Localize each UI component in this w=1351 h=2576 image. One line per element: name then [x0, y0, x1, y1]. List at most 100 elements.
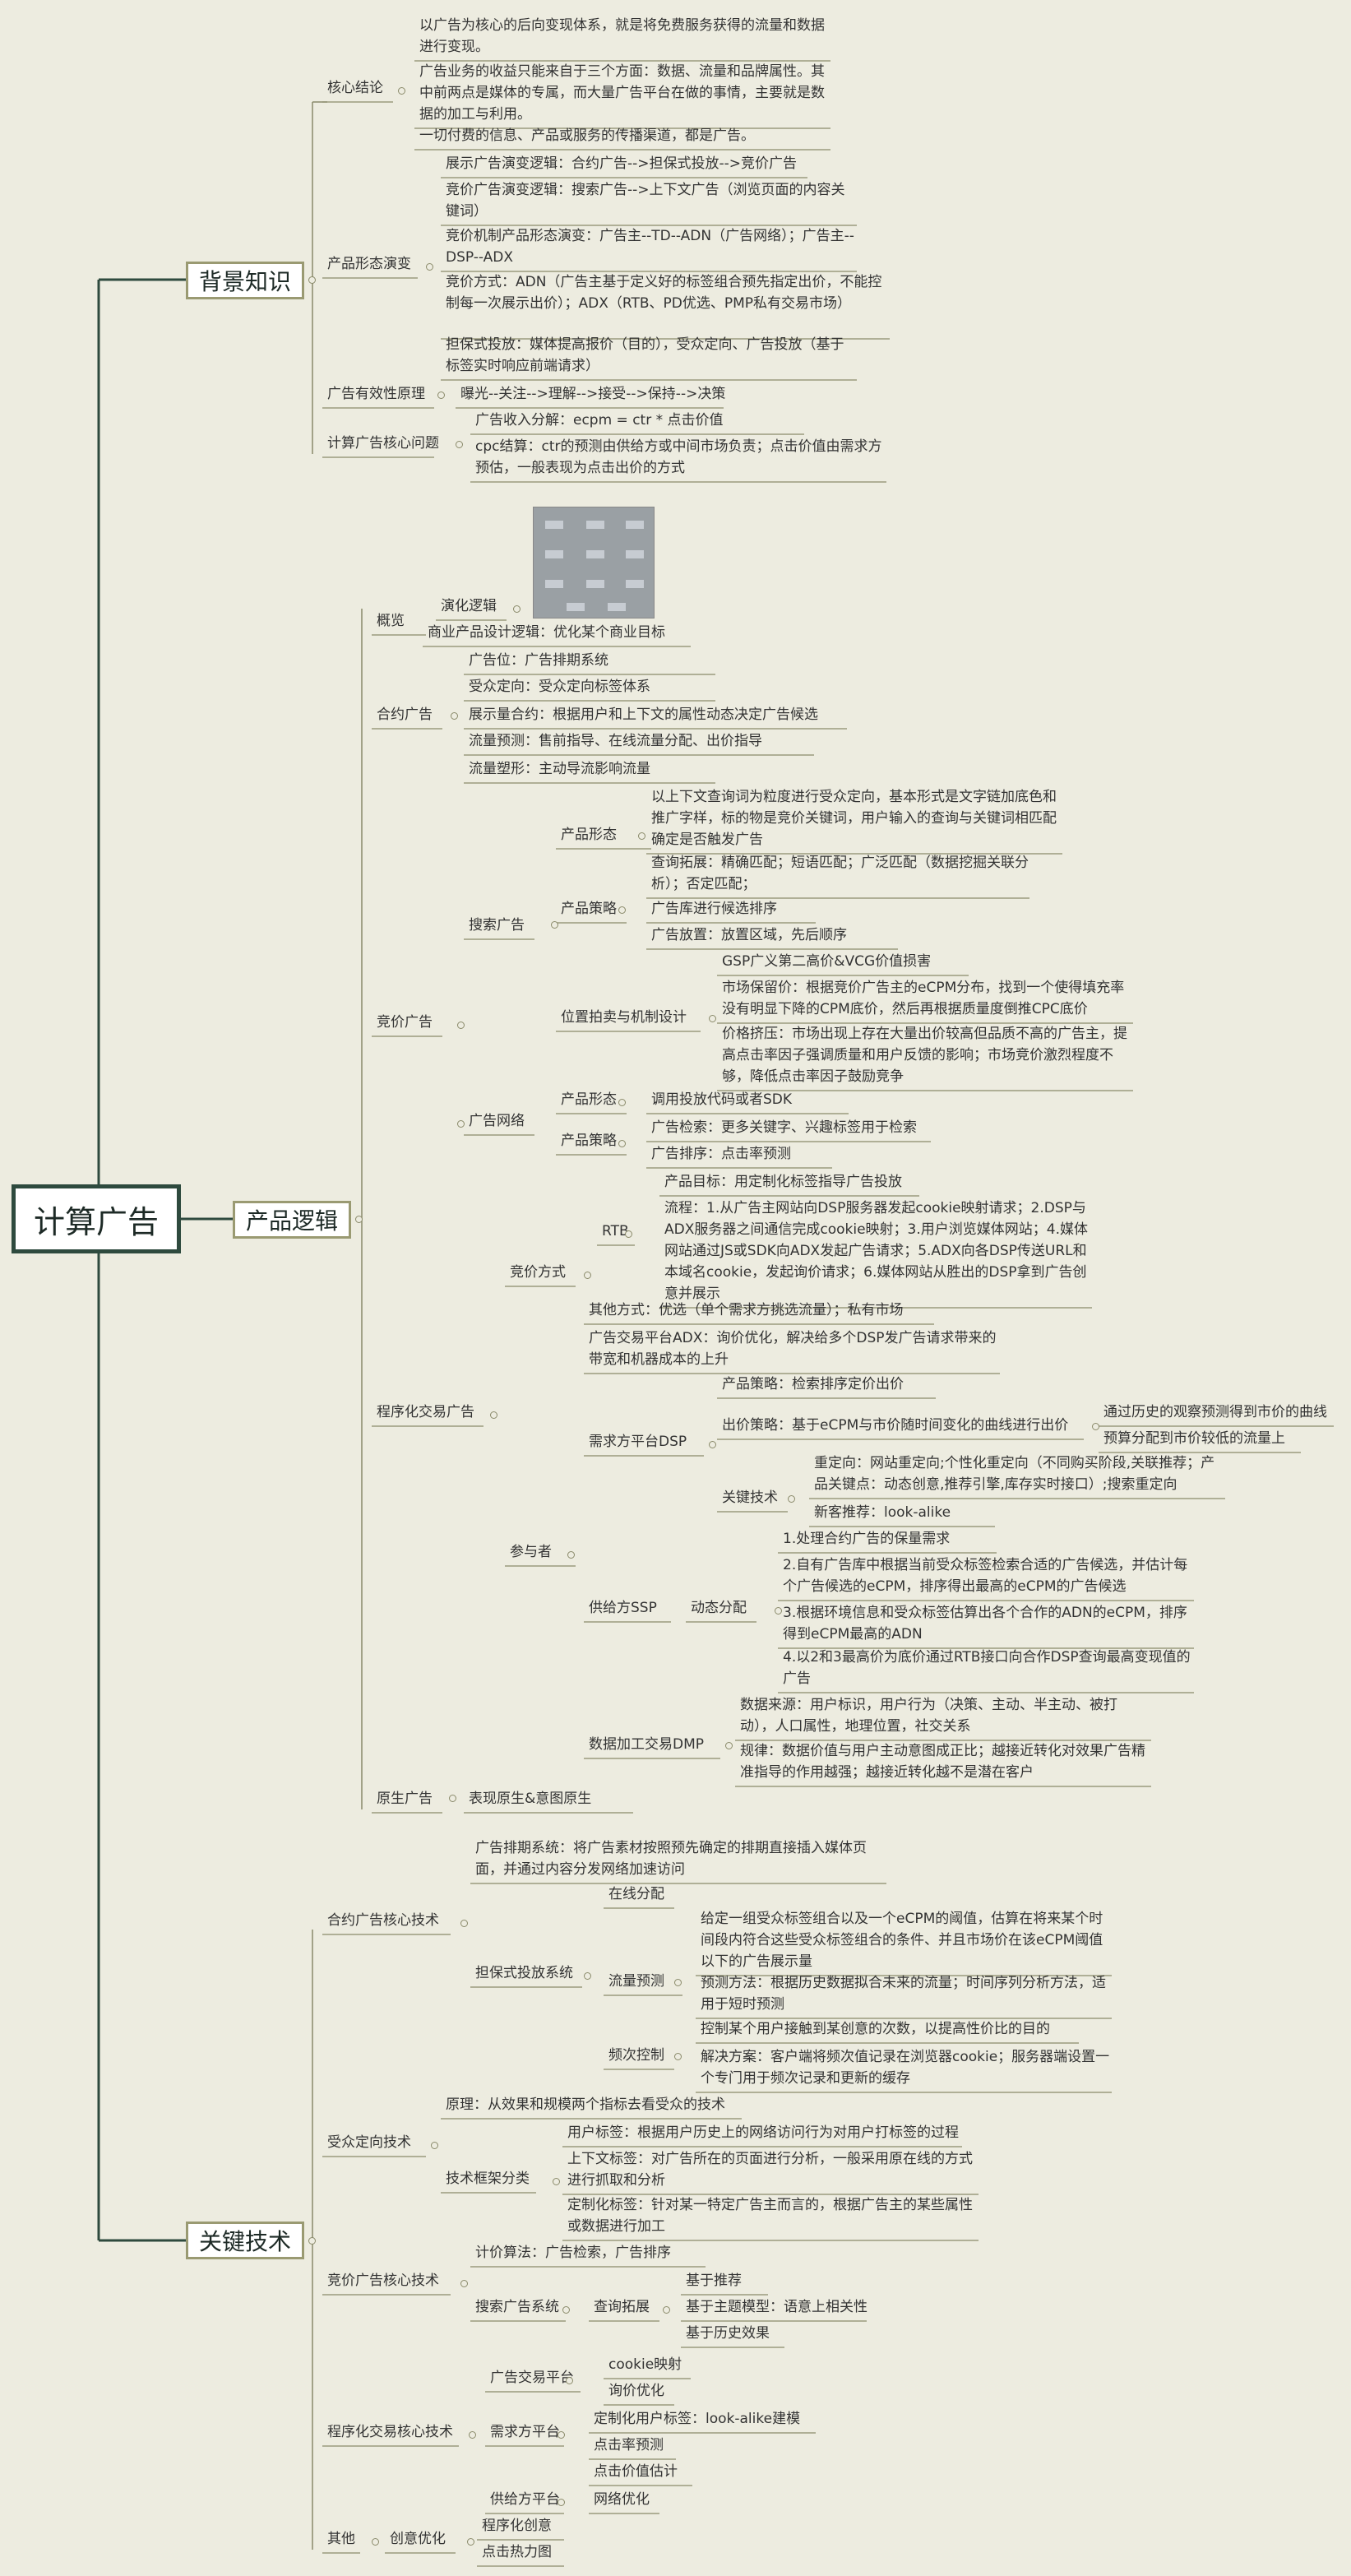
branch-key-technology[interactable]: 关键技术	[186, 2222, 304, 2259]
node-29-label[interactable]: 查询拓展：精确匹配；短语匹配；广泛匹配（数据挖掘关联分析）；否定匹配；	[651, 855, 1029, 892]
node-96-label[interactable]: 需求方平台	[490, 2424, 560, 2440]
node-56-label[interactable]: 重定向：网站重定向;个性化重定向（不同购买阶段,关联推荐；产品关键点：动态创意,…	[814, 1455, 1215, 1493]
node-toggle-circle[interactable]	[567, 1551, 575, 1559]
node-46-label[interactable]: 流程：1.从广告主网站向DSP服务器发起cookie映射请求；2.DSP与ADX…	[664, 1200, 1088, 1302]
node-94-label[interactable]: cookie映射	[608, 2356, 682, 2373]
node-30-label[interactable]: 广告库进行候选排序	[651, 901, 777, 917]
node-90-label[interactable]: 基于主题模型：语意上相关性	[686, 2299, 868, 2315]
node-104-label[interactable]: 程序化创意	[482, 2518, 552, 2534]
core-problem-label[interactable]: 计算广告核心问题	[327, 435, 439, 452]
node-72-label[interactable]: 在线分配	[608, 1886, 664, 1902]
node-65-label[interactable]: 数据来源：用户标识，用户行为（决策、主动、半主动、被打动），人口属性，地理位置，…	[740, 1697, 1117, 1735]
evolution-logic-label[interactable]: 演化逻辑	[441, 598, 497, 614]
node-14-label[interactable]: cpc结算：ctr的预测由供给方或中间市场负责；点击价值由需求方预估，一般表现为…	[475, 438, 882, 476]
node-toggle-circle[interactable]	[469, 2431, 476, 2439]
node-52-label[interactable]: 出价策略：基于eCPM与市价随时间变化的曲线进行出价	[722, 1417, 1069, 1434]
node-toggle-circle[interactable]	[618, 1140, 626, 1147]
node-86-label[interactable]: 计价算法：广告检索，广告排序	[475, 2245, 671, 2261]
node-toggle-circle[interactable]	[437, 391, 445, 399]
node-66-label[interactable]: 规律：数据价值与用户主动意图成正比；越接近转化对效果广告精准指导的作用越强；越接…	[740, 1743, 1145, 1781]
programmatic-core-tech-label[interactable]: 程序化交易核心技术	[327, 2424, 453, 2440]
node-100-label[interactable]: 供给方平台	[490, 2491, 560, 2508]
node-toggle-circle[interactable]	[431, 2142, 438, 2149]
node-91-label[interactable]: 基于历史效果	[686, 2325, 770, 2342]
node-99-label[interactable]: 点击价值估计	[594, 2463, 678, 2480]
bidding-method-label[interactable]: 竞价方式	[510, 1264, 566, 1281]
node-83-label[interactable]: 上下文标签：对广告所在的页面进行分析，一般采用原在线的方式进行抓取和分析	[567, 2151, 973, 2189]
node-45-label[interactable]: 产品目标：用定制化标签指导广告投放	[664, 1174, 902, 1190]
node-toggle-circle[interactable]	[562, 2306, 570, 2314]
node-toggle-circle[interactable]	[709, 1015, 716, 1022]
node-41-label[interactable]: 广告排序：点击率预测	[651, 1146, 791, 1162]
node-toggle-circle[interactable]	[490, 1411, 497, 1419]
guaranteed-delivery-label[interactable]: 担保式投放系统	[475, 1965, 573, 1981]
node-7-label[interactable]: 竞价机制产品形态演变：广告主--TD--ADN（广告网络）；广告主--DSP--…	[446, 228, 854, 266]
node-78-label[interactable]: 解决方案：客户端将频次值记录在浏览器cookie；服务器端设置一个专门用于频次记…	[701, 2049, 1110, 2087]
node-33-label[interactable]: GSP广义第二高价&VCG价值损害	[722, 953, 932, 970]
node-88-label[interactable]: 查询拓展	[594, 2299, 650, 2315]
node-57-label[interactable]: 新客推荐：look-alike	[814, 1504, 951, 1521]
node-84-label[interactable]: 定制化标签：针对某一特定广告主而言的，根据广告主的某些属性或数据进行加工	[567, 2197, 973, 2235]
node-toggle-circle[interactable]	[725, 1742, 733, 1749]
node-28-label[interactable]: 产品策略	[561, 901, 617, 917]
branch-product-logic[interactable]: 产品逻辑	[233, 1201, 351, 1239]
dmp-label[interactable]: 数据加工交易DMP	[589, 1736, 705, 1753]
node-toggle-circle[interactable]	[663, 2306, 670, 2314]
node-toggle-circle[interactable]	[674, 1979, 682, 1986]
participants-label[interactable]: 参与者	[510, 1544, 552, 1560]
ad-network-label[interactable]: 广告网络	[469, 1113, 525, 1129]
node-toggle-circle[interactable]	[460, 1920, 468, 1927]
node-32-label[interactable]: 位置拍卖与机制设计	[561, 1009, 687, 1026]
node-73-label[interactable]: 流量预测	[608, 1973, 664, 1990]
node-3-label[interactable]: 一切付费的信息、产品或服务的传播渠道，都是广告。	[419, 127, 755, 144]
node-toggle-circle[interactable]	[1092, 1423, 1099, 1430]
node-103-label[interactable]: 创意优化	[390, 2531, 446, 2547]
node-62-label[interactable]: 3.根据环境信息和受众标签估算出各个合作的ADN的eCPM，排序得到eCPM最高…	[783, 1605, 1187, 1642]
node-toggle-circle[interactable]	[457, 1022, 465, 1029]
node-toggle-circle[interactable]	[584, 1972, 591, 1980]
other-label[interactable]: 其他	[327, 2531, 355, 2547]
node-68-label[interactable]: 表现原生&意图原生	[469, 1791, 592, 1807]
node-81-label[interactable]: 技术框架分类	[446, 2171, 530, 2187]
node-23-label[interactable]: 流量塑形：主动导流影响流量	[469, 761, 650, 777]
node-26-label[interactable]: 产品形态	[561, 827, 617, 843]
node-61-label[interactable]: 2.自有广告库中根据当前受众标签检索合适的广告候选，并估计每个广告候选的eCPM…	[783, 1557, 1188, 1595]
node-13-label[interactable]: 广告收入分解：ecpm = ctr * 点击价值	[475, 412, 724, 429]
node-1-label[interactable]: 以广告为核心的后向变现体系，就是将免费服务获得的流量和数据进行变现。	[419, 17, 825, 55]
node-101-label[interactable]: 网络优化	[594, 2491, 650, 2508]
node-toggle-circle[interactable]	[674, 2053, 682, 2060]
node-40-label[interactable]: 广告检索：更多关键字、兴趣标签用于检索	[651, 1119, 917, 1136]
node-35-label[interactable]: 价格挤压：市场出现上存在大量出价较高但品质不高的广告主，提高点击率因子强调质量和…	[722, 1026, 1127, 1085]
node-toggle-circle[interactable]	[426, 263, 433, 271]
search-ads-label[interactable]: 搜索广告	[469, 917, 525, 934]
rtb-label[interactable]: RTB	[602, 1223, 629, 1239]
node-9-label[interactable]: 担保式投放：媒体提高报价（目的），受众定向、广告投放（基于标签实时响应前端请求）	[446, 336, 844, 374]
node-87-label[interactable]: 搜索广告系统	[475, 2299, 559, 2315]
node-31-label[interactable]: 广告放置：放置区域，先后顺序	[651, 927, 847, 943]
contract-ads-label[interactable]: 合约广告	[377, 707, 433, 723]
node-toggle-circle[interactable]	[398, 87, 405, 95]
node-34-label[interactable]: 市场保留价：根据竞价广告主的eCPM分布，找到一个使得填充率没有明显下降的CPM…	[722, 980, 1125, 1017]
product-form-evolution-label[interactable]: 产品形态演变	[327, 256, 411, 272]
node-toggle-circle[interactable]	[451, 712, 458, 720]
branch-background-knowledge[interactable]: 背景知识	[186, 262, 304, 299]
node-76-label[interactable]: 频次控制	[608, 2047, 664, 2064]
node-2-label[interactable]: 广告业务的收益只能来自于三个方面：数据、流量和品牌属性。其中前两点是媒体的专属，…	[419, 63, 825, 123]
ssp-label[interactable]: 关键技术	[722, 1490, 778, 1506]
bidding-ads-label[interactable]: 竞价广告	[377, 1014, 433, 1031]
node-toggle-circle[interactable]	[625, 1230, 632, 1238]
node-70-label[interactable]: 广告排期系统：将广告素材按照预先确定的排期直接插入媒体页面，并通过内容分发网络加…	[475, 1840, 867, 1878]
node-toggle-circle[interactable]	[449, 1795, 456, 1802]
node-toggle-circle[interactable]	[553, 2178, 560, 2185]
overview-label[interactable]: 概览	[377, 613, 405, 629]
node-74-label[interactable]: 给定一组受众标签组合以及一个eCPM的阈值，估算在将来某个时间段内符合这些受众标…	[701, 1911, 1103, 1970]
node-toggle-circle[interactable]	[372, 2538, 379, 2546]
node-20-label[interactable]: 受众定向：受众定向标签体系	[469, 679, 650, 695]
node-105-label[interactable]: 点击热力图	[482, 2544, 552, 2560]
node-63-label[interactable]: 4.以2和3最高价为底价通过RTB接口向合作DSP查询最高变现值的广告	[783, 1649, 1191, 1687]
node-82-label[interactable]: 用户标签：根据用户历史上的网络访问行为对用户打标签的过程	[567, 2124, 959, 2141]
bidding-core-tech-label[interactable]: 竞价广告核心技术	[327, 2273, 439, 2289]
node-37-label[interactable]: 产品形态	[561, 1091, 617, 1108]
node-toggle-circle[interactable]	[618, 1099, 626, 1106]
core-conclusion-label[interactable]: 核心结论	[327, 80, 383, 96]
